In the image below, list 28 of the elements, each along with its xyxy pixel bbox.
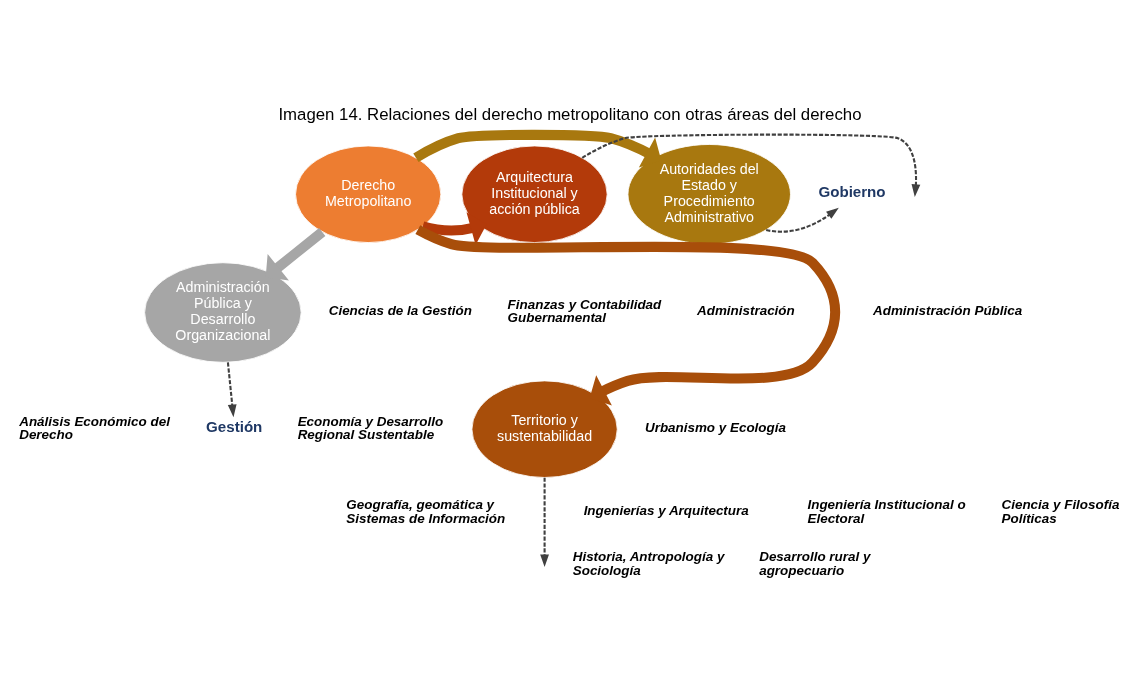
label: Historia, Antropología y Sociología (572, 549, 725, 578)
label: Geografía, geomática y Sistemas de Información (346, 497, 506, 526)
node-text: Gestión (206, 418, 263, 436)
label: Desarrollo rural y agropecuario (759, 549, 871, 578)
node-ellipse: Autoridades del Estado y Procedimiento Administrativo (627, 144, 791, 245)
arrow (766, 207, 839, 233)
arrow (413, 129, 662, 168)
node-ellipse: Administración Pública y Desarrollo Organizacional (144, 262, 302, 363)
arrow (581, 133, 921, 197)
label: Urbanismo y Ecología (644, 419, 786, 435)
label: Administración (697, 302, 795, 318)
node-ellipse: Derecho Metropolitano (295, 145, 442, 243)
label: Economía y Desarrollo Regional Sustentable (297, 413, 444, 443)
label: Finanzas y Contabilidad Gubernamental (507, 296, 662, 326)
arrow (540, 477, 549, 568)
node-ellipse: Territorio y sustentabilidad (471, 380, 618, 478)
label: Ingenierías y Arquitectura (583, 503, 749, 519)
diagram-title: Imagen 14. Relaciones del derecho metropolitano con otras áreas del derecho (278, 105, 862, 125)
label: Administración Pública (873, 302, 1023, 318)
label: Ciencias de la Gestión (328, 302, 472, 318)
arrow (226, 362, 237, 418)
arrow (415, 225, 841, 406)
label: Ingeniería Institucional o Electoral (807, 497, 966, 526)
label: Ciencia y Filosofía Políticas (1001, 497, 1120, 526)
arrow (265, 228, 326, 281)
node-text: Gobierno (818, 183, 886, 201)
label: Análisis Económico del Derecho (19, 413, 170, 443)
node-ellipse: Arquitectura Institucional y acción pública (461, 145, 608, 243)
